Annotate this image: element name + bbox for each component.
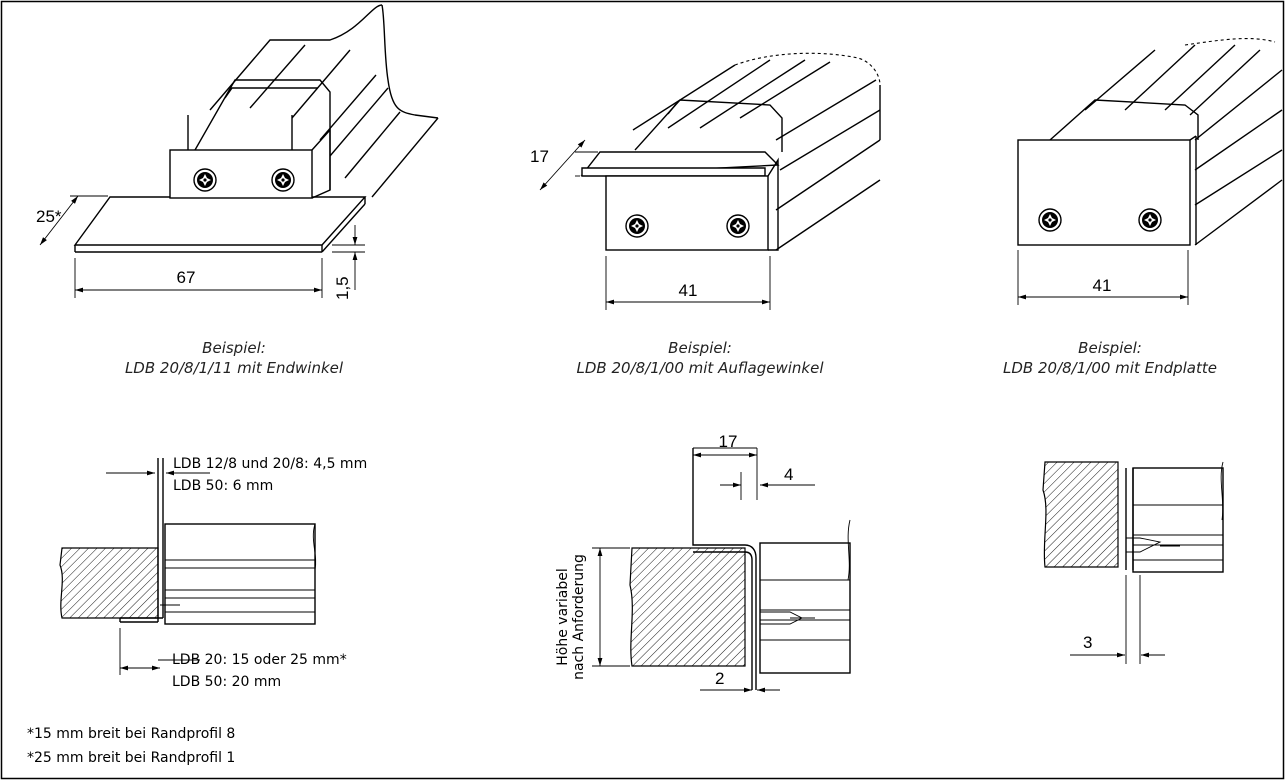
dim-top: 17 xyxy=(530,147,549,166)
dim-width: 41 xyxy=(679,281,698,300)
dim-top: 17 xyxy=(719,432,738,451)
end-plate-section: 3 xyxy=(1042,461,1224,664)
dim-bottom: 3 xyxy=(1083,633,1092,652)
caption-product: LDB 20/8/1/00 mit Auflagewinkel xyxy=(576,359,824,377)
end-angle-section: LDB 12/8 und 20/8: 4,5 mm LDB 50: 6 mm L… xyxy=(59,456,367,690)
support-angle-view: 17 41 Beispiel: LDB 20/8/1/00 mit Auflag… xyxy=(530,52,881,377)
dim-width: 41 xyxy=(1093,276,1112,295)
height-label-1: Höhe variabel xyxy=(555,568,571,666)
end-plate-view: 41 Beispiel: LDB 20/8/1/00 mit Endplatte xyxy=(1003,38,1283,377)
support-angle-section: 17 4 Höhe variabel nach Anforderung 2 xyxy=(555,432,851,693)
caption-example-label: Beispiel: xyxy=(668,339,732,357)
caption-example-label: Beispiel: xyxy=(1078,339,1142,357)
section-label-top-1: LDB 12/8 und 20/8: 4,5 mm xyxy=(173,456,367,472)
dim-width: 67 xyxy=(177,268,196,287)
caption-product: LDB 20/8/1/00 mit Endplatte xyxy=(1003,359,1217,377)
height-label-2: nach Anforderung xyxy=(571,554,587,680)
end-angle-view: 67 25* 1,5 Beispiel: LDB 20/8/1/11 mit E… xyxy=(36,4,439,377)
section-label-bottom-2: LDB 50: 20 mm xyxy=(172,674,281,690)
footnote-1: *15 mm breit bei Randprofil 8 xyxy=(27,726,235,742)
dim-thickness: 1,5 xyxy=(333,276,352,300)
footnote-2: *25 mm breit bei Randprofil 1 xyxy=(27,750,235,766)
dim-gap: 4 xyxy=(784,465,793,484)
caption-example-label: Beispiel: xyxy=(202,339,266,357)
dim-depth: 25* xyxy=(36,207,62,226)
section-label-top-2: LDB 50: 6 mm xyxy=(173,478,273,494)
dim-bottom: 2 xyxy=(715,669,724,688)
section-label-bottom-1: LDB 20: 15 oder 25 mm* xyxy=(172,652,347,668)
caption-product: LDB 20/8/1/11 mit Endwinkel xyxy=(125,359,344,377)
